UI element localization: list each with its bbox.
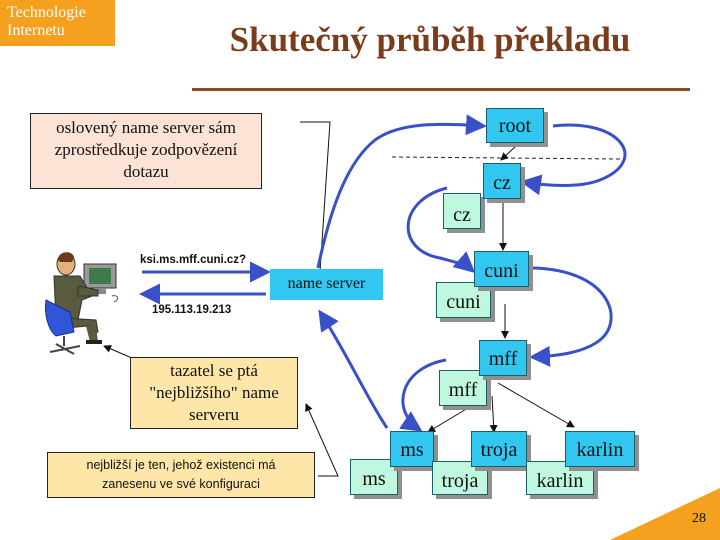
callout-middle-line-2: "nejbližšího" name [149,383,279,402]
callout-top-line-1: oslovený name server sám [56,118,236,137]
answer-label: 195.113.19.213 [152,304,232,316]
loop-ms-to-ns [318,309,389,429]
callout-middle-line-3: serveru [188,405,240,424]
node-cuni-green: cuni [436,282,491,318]
node-mff-green: mff [439,370,487,406]
zone-separator [391,156,621,160]
node-root: root [486,108,544,143]
query-label: ksi.ms.mff.cuni.cz? [140,254,247,266]
page-number: 28 [692,511,706,526]
user-at-computer-icon [45,252,119,355]
top-callout-pointer [300,121,331,273]
callout-middle-line-1: tazatel se ptá [170,361,258,380]
node-ms-blue: ms [390,431,434,467]
callout-bottom-line-1: nejbližší je ten, jehož existenci má [86,458,276,472]
name-server-box: name server [270,269,383,300]
node-karlin-blue: karlin [565,431,635,467]
node-mff-blue: mff [479,340,527,376]
callout-top-line-3: dotazu [123,162,169,181]
bottom-callout-pointer [305,403,339,477]
brand-line-2: Internetu [7,22,65,39]
corner-decoration [610,488,720,540]
mff-to-karlin-arrow [497,382,575,428]
node-troja-green: troja [432,461,488,495]
node-cz-blue: cz [483,163,521,199]
loop-root-to-cz [520,123,627,196]
node-cz-green: cz [443,193,481,229]
node-troja-blue: troja [471,431,527,467]
loop-cz-to-cuni [406,186,476,273]
brand-label: Technologie Internetu [0,0,115,46]
root-to-cz-arrow [500,145,517,161]
callout-bottom-line-2: zanesenu ve své konfiguraci [102,477,260,491]
callout-top-line-2: zprostředkuje zodpovězení [54,140,238,159]
title-underline [192,88,690,91]
mff-to-troja-arrow [489,395,498,433]
loop-ns-to-root [316,114,487,269]
callout-recursive-resolution: oslovený name server sám zprostředkuje z… [30,113,262,189]
callout-nearest-definition: nejbližší je ten, jehož existenci má zan… [47,452,315,498]
loop-mff-to-ms [399,358,447,432]
node-cuni-blue: cuni [474,251,529,287]
brand-line-1: Technologie [7,4,86,21]
slide-title: Skutečný průběh překladu [229,20,631,59]
loop-cuni-to-mff [529,266,613,367]
callout-nearest-server: tazatel se ptá "nejbližšího" name server… [130,357,298,429]
